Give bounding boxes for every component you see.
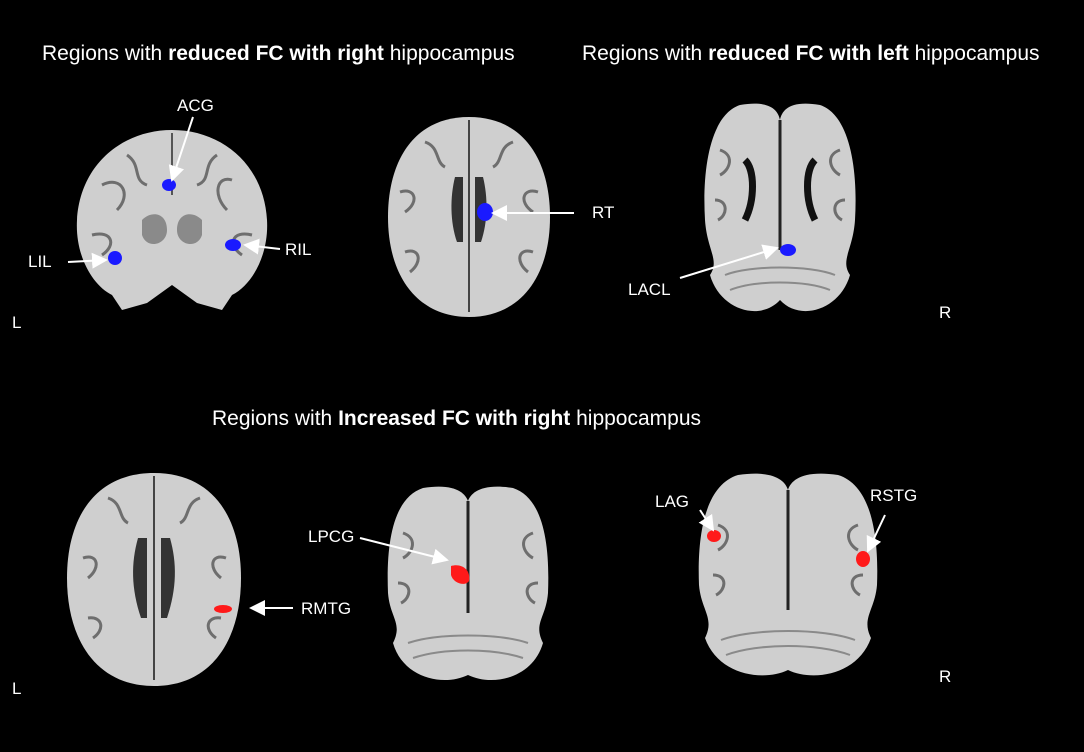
label-rt: RT — [592, 203, 615, 222]
activation-blob — [225, 239, 241, 251]
heading-bold: reduced FC with right — [168, 42, 384, 65]
activation-blob — [780, 244, 796, 256]
heading-post: hippocampus — [570, 407, 702, 430]
heading-pre: Regions with — [42, 42, 169, 65]
right-side-label: R — [939, 303, 952, 322]
label-lacl: LACL — [628, 280, 671, 299]
posterior-coronal-brain-slice — [387, 486, 549, 681]
heading-reduced-right: Regions with reduced FC with right hippo… — [42, 42, 515, 66]
right-side-label: R — [939, 667, 952, 686]
heading-post: hippocampus — [908, 42, 1040, 65]
label-ril: RIL — [285, 240, 312, 259]
activation-blob — [162, 179, 176, 191]
left-side-label: L — [12, 679, 22, 698]
heading-bold: Increased FC with right — [338, 407, 571, 430]
heading-increased-right: Regions with Increased FC with right hip… — [212, 407, 701, 431]
activation-blob — [108, 251, 122, 265]
axial-brain-slice — [388, 117, 550, 317]
heading-post: hippocampus — [383, 42, 515, 65]
posterior-coronal-brain-slice — [698, 473, 878, 676]
activation-blob — [856, 551, 870, 567]
activation-blob — [214, 605, 232, 613]
label-lil: LIL — [28, 252, 52, 271]
posterior-coronal-brain-slice — [704, 103, 856, 312]
label-acg: ACG — [177, 96, 214, 115]
axial-brain-slice — [67, 473, 241, 686]
heading-pre: Regions with — [582, 42, 709, 65]
heading-bold: reduced FC with left — [708, 42, 909, 65]
activation-blob — [451, 565, 470, 584]
heading-reduced-left: Regions with reduced FC with left hippoc… — [582, 42, 1040, 66]
activation-blob — [477, 203, 493, 221]
label-lpcg: LPCG — [308, 527, 355, 546]
activation-blob — [707, 530, 721, 542]
label-lag: LAG — [655, 492, 690, 511]
heading-pre: Regions with — [212, 407, 339, 430]
label-rmtg: RMTG — [301, 599, 352, 618]
left-side-label: L — [12, 313, 22, 332]
label-rstg: RSTG — [870, 486, 918, 505]
coronal-brain-slice — [76, 130, 268, 310]
